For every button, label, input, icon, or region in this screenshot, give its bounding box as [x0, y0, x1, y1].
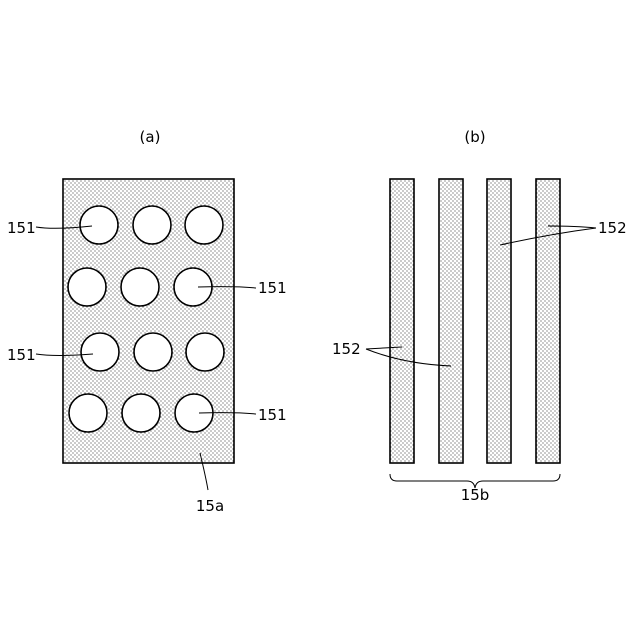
hole: [121, 268, 159, 306]
hole: [186, 333, 224, 371]
panel-a: (a) 151 151 151 151: [7, 128, 287, 515]
hole-label-151-right-upper: 151: [258, 279, 287, 297]
strip: [536, 179, 560, 463]
hole-label-151-right-lower: 151: [258, 406, 287, 424]
panel-b: (b) 152 152 15b: [332, 128, 627, 504]
hole: [122, 394, 160, 432]
plate-label-15a: 15a: [196, 497, 224, 515]
strip-label-152-right: 152: [598, 219, 627, 237]
strip-group: [390, 179, 560, 463]
hole: [81, 333, 119, 371]
hole: [133, 206, 171, 244]
strip: [390, 179, 414, 463]
panel-b-caption: (b): [464, 128, 485, 146]
hole: [80, 206, 118, 244]
panel-a-caption: (a): [140, 128, 161, 146]
hole: [134, 333, 172, 371]
strip: [439, 179, 463, 463]
hole: [185, 206, 223, 244]
strip-label-152-left: 152: [332, 340, 361, 358]
hole: [69, 394, 107, 432]
hole: [68, 268, 106, 306]
hole-label-151-top-left: 151: [7, 219, 36, 237]
strip: [487, 179, 511, 463]
hole-label-151-left-lower: 151: [7, 346, 36, 364]
group-label-15b: 15b: [461, 486, 490, 504]
